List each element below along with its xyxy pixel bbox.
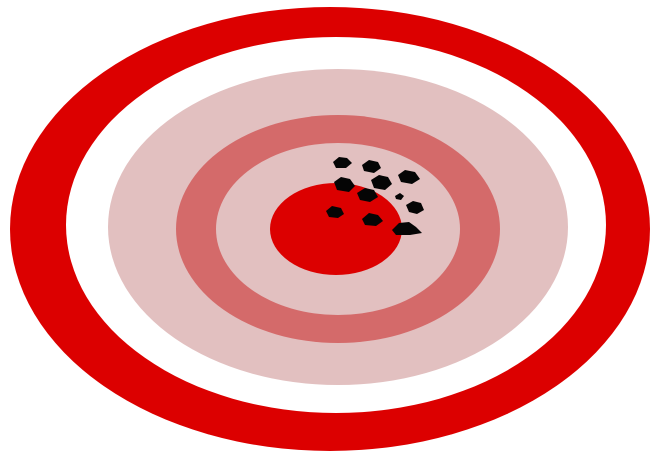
bullseye: [270, 183, 402, 275]
